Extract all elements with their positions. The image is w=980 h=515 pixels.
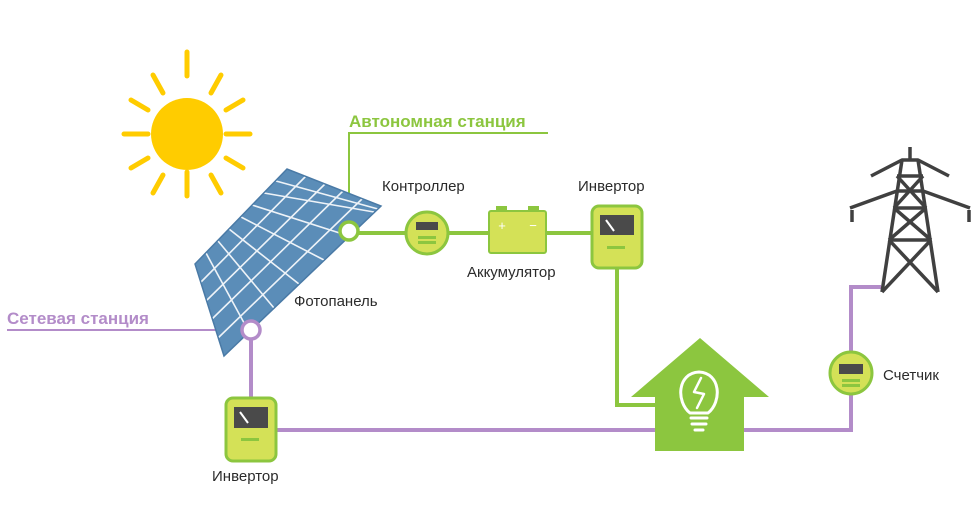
grid-station-label: Сетевая станция: [7, 309, 149, 328]
power-tower-icon: [849, 147, 971, 294]
sun-icon: [121, 49, 253, 199]
battery-label: Аккумулятор: [467, 264, 556, 281]
lightbulb-icon: [679, 370, 719, 432]
grid-junction: [240, 319, 262, 341]
autonomous-junction: [338, 220, 360, 242]
inverter-bottom-label: Инвертор: [212, 468, 279, 485]
meter-label: Счетчик: [883, 367, 939, 384]
svg-text:−: −: [529, 218, 537, 233]
meter-icon: [828, 350, 874, 396]
battery-icon: + −: [488, 206, 547, 254]
inverter-bottom-icon: [224, 396, 278, 463]
inverter-top-label: Инвертор: [578, 178, 645, 195]
solar-panel-icon: [194, 168, 383, 358]
controller-label: Контроллер: [382, 178, 465, 195]
wire-inverter-house: [615, 268, 655, 407]
solar-panel-label: Фотопанель: [294, 293, 378, 310]
house-icon: [631, 338, 769, 451]
inverter-top-icon: [590, 204, 644, 270]
svg-text:+: +: [498, 218, 506, 233]
autonomous-station-label: Автономная станция: [349, 112, 526, 131]
controller-icon: [404, 210, 450, 256]
